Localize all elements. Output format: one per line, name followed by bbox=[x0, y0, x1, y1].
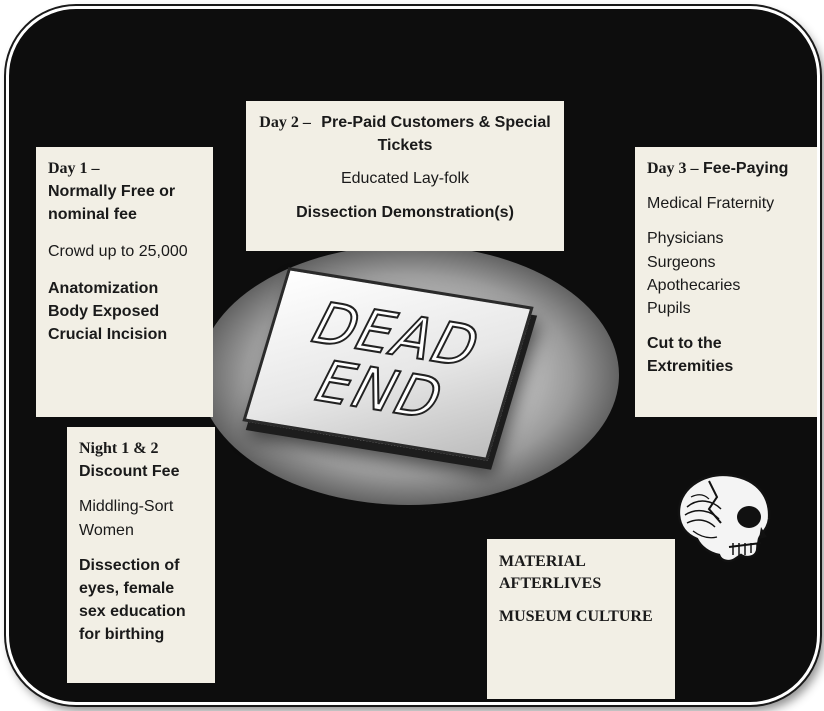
day3-audience-list: Physicians Surgeons Apothecaries Pupils bbox=[647, 230, 741, 317]
day2-subtitle: Pre-Paid Customers & Special Tickets bbox=[321, 114, 551, 155]
material-box: MATERIAL AFTERLIVES MUSEUM CULTURE bbox=[487, 539, 675, 699]
day1-title: Day 1 – bbox=[48, 160, 100, 177]
day2-box: Day 2 – Pre-Paid Customers & Special Tic… bbox=[246, 101, 564, 251]
day3-title: Day 3 – bbox=[647, 160, 699, 177]
sign-line-2: END bbox=[308, 348, 451, 434]
day3-subtitle: Fee-Paying bbox=[703, 160, 789, 177]
day2-title: Day 2 – bbox=[259, 114, 311, 131]
material-line-2: MUSEUM CULTURE bbox=[499, 608, 653, 626]
material-line-1: MATERIAL AFTERLIVES bbox=[499, 553, 602, 592]
skull-icon bbox=[677, 473, 771, 563]
day3-activity: Cut to the Extremities bbox=[647, 335, 734, 376]
day1-activity: Anatomization Body Exposed Crucial Incis… bbox=[48, 279, 168, 344]
day3-audience: Medical Fraternity bbox=[647, 195, 775, 213]
diagram-frame: DEAD END Day 1 – Normally Free or nomina… bbox=[6, 6, 820, 705]
day1-box: Day 1 – Normally Free or nominal fee Cro… bbox=[36, 147, 213, 417]
day1-audience: Crowd up to 25,000 bbox=[48, 242, 188, 260]
night-activity: Dissection of eyes, female sex education… bbox=[79, 556, 186, 644]
day2-audience: Educated Lay-folk bbox=[340, 170, 470, 188]
day2-activity: Dissection Demonstration(s) bbox=[296, 203, 514, 221]
night-audience: Middling-Sort Women bbox=[79, 498, 174, 539]
day1-subtitle: Normally Free or nominal fee bbox=[48, 183, 176, 224]
night-subtitle: Discount Fee bbox=[79, 463, 180, 481]
night-box: Night 1 & 2 Discount Fee Middling-Sort W… bbox=[67, 427, 215, 683]
day3-box: Day 3 – Fee-Paying Medical Fraternity Ph… bbox=[635, 147, 817, 417]
night-title: Night 1 & 2 bbox=[79, 440, 159, 457]
